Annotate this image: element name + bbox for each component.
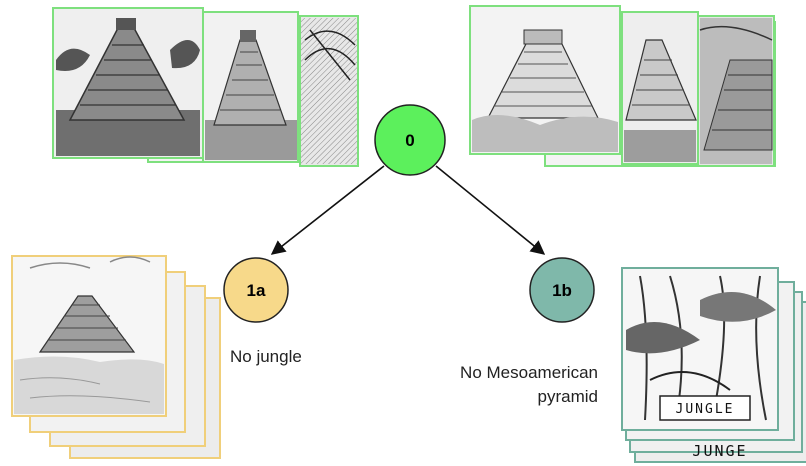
node-1a-circle [223, 257, 289, 323]
pyramid-sketch-5 [699, 18, 773, 164]
desert-pyramid-sketch [14, 256, 164, 414]
root-image-stack-right [469, 5, 776, 167]
node-1a: 1a [223, 257, 289, 323]
jungle-sign-text-2: JUNGE [692, 442, 747, 460]
node-1a-label: 1a [247, 281, 266, 300]
node-root-circle [374, 104, 446, 176]
right-branch-image-stack: JUNGLE JUNGE [621, 267, 806, 463]
jungle-leaf-sketch-1 [301, 18, 357, 164]
node-1b-circle [529, 257, 595, 323]
jungle-sketch: JUNGLE JUNGE [626, 275, 776, 460]
root-image-stack-left [52, 7, 359, 167]
node-1b-label: 1b [552, 281, 572, 300]
pyramid-sketch-4 [624, 39, 697, 162]
jungle-sign-text: JUNGLE [676, 402, 735, 417]
node-1b: 1b [529, 257, 595, 323]
pyramid-sketch-3 [472, 29, 618, 152]
arrow-root-to-1a [270, 165, 385, 255]
pyramid-sketch-1 [56, 18, 200, 156]
node-root-label: 0 [405, 131, 414, 150]
caption-1b-line2: pyramid [538, 387, 598, 406]
left-branch-image-stack [11, 255, 221, 459]
caption-1a: No jungle [230, 347, 302, 366]
node-root: 0 [374, 104, 446, 176]
caption-1b-line1: No Mesoamerican [460, 363, 598, 382]
arrow-root-to-1b [435, 165, 546, 255]
pyramid-sketch-2 [205, 30, 297, 160]
